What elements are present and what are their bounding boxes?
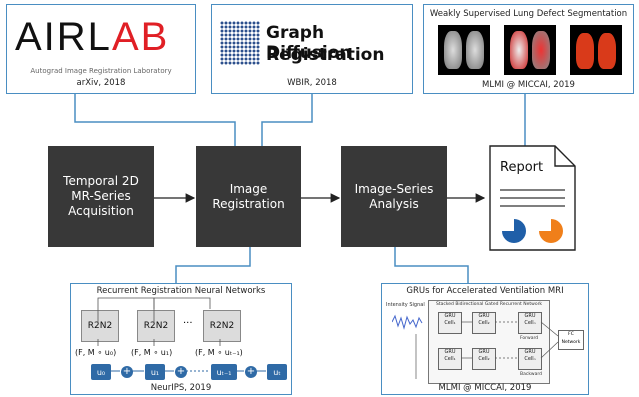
lung-image-2 [504, 25, 556, 75]
lung-title: Weakly Supervised Lung Defect Segmentati… [429, 9, 628, 19]
state-ut-1: uₜ₋₁ [211, 364, 237, 380]
r2n2-cell-1: R2N2 [81, 310, 119, 342]
gru-wiring [415, 321, 559, 379]
graph-venue: WBIR, 2018 [287, 78, 337, 88]
lung-venue: MLMI @ MICCAI, 2019 [482, 80, 575, 90]
airlab-panel: AIRLAB Autograd Image Registration Labor… [6, 4, 196, 94]
gru-backward-2: GRU Cell₂ [472, 348, 496, 370]
connector-airlab [74, 94, 236, 146]
lung-panel: Weakly Supervised Lung Defect Segmentati… [423, 4, 634, 94]
r2n2-panel: Recurrent Registration Neural Networks R… [70, 283, 292, 395]
intensity-signal-plot [392, 314, 423, 330]
analysis-box: Image-Series Analysis [341, 146, 447, 247]
gru-panel: GRUs for Accelerated Ventilation MRI Int… [381, 283, 589, 395]
gru-forward-2: GRU Cell₂ [472, 312, 496, 334]
lung-image-3 [570, 25, 622, 75]
gru-network-title: Stacked Bidirectional Gated Recurrent Ne… [435, 302, 543, 307]
forward-label: Forward [520, 336, 539, 341]
r2n2-cell-3: R2N2 [203, 310, 241, 342]
plus-1: + [121, 366, 133, 378]
state-ut: uₜ [267, 364, 287, 380]
plus-3: + [245, 366, 257, 378]
connector-gru [394, 247, 469, 283]
airlab-venue: arXiv, 2018 [76, 78, 126, 88]
gru-backward-n: GRU Cellₙ [518, 348, 542, 370]
acquisition-box: Temporal 2D MR-Series Acquisition [48, 146, 154, 247]
connector-r2n2 [175, 247, 251, 283]
report-label: Report [500, 160, 544, 175]
graph-logo-icon [220, 21, 260, 65]
gru-forward-n: GRU Cellₙ [518, 312, 542, 334]
r2n2-ellipsis: ··· [183, 318, 193, 329]
state-u1: u₁ [145, 364, 165, 380]
graph-title-line2: Registration [266, 45, 385, 65]
gru-forward-1: GRU Cell₁ [438, 312, 462, 334]
gru-backward-1: GRU Cell₁ [438, 348, 462, 370]
airlab-subtitle: Autograd Image Registration Laboratory [30, 67, 172, 75]
intensity-label: Intensity Signal [386, 302, 425, 308]
r2n2-input-2: (F, M ∘ u₁) [131, 348, 173, 357]
fc-network-box: FC Network [558, 330, 584, 350]
graph-title-line1: Graph Diffusion [266, 23, 352, 63]
state-u0: u₀ [91, 364, 111, 380]
r2n2-input-3: (F, M ∘ uₜ₋₁) [195, 348, 243, 357]
registration-box: Image Registration [196, 146, 301, 247]
r2n2-venue: NeurIPS, 2019 [150, 383, 212, 393]
gru-venue: MLMI @ MICCAI, 2019 [438, 383, 532, 393]
backward-label: Backward [520, 372, 542, 377]
lung-image-1 [438, 25, 490, 75]
r2n2-title: Recurrent Registration Neural Networks [96, 286, 266, 296]
r2n2-cell-2: R2N2 [137, 310, 175, 342]
connector-graph [261, 94, 313, 146]
r2n2-input-1: (F, M ∘ u₀) [75, 348, 117, 357]
airlab-logo: AIRLAB [15, 15, 170, 59]
plus-2: + [175, 366, 187, 378]
gru-title: GRUs for Accelerated Ventilation MRI [406, 286, 564, 296]
graph-diffusion-panel: Graph Diffusion Registration WBIR, 2018 [211, 4, 413, 94]
